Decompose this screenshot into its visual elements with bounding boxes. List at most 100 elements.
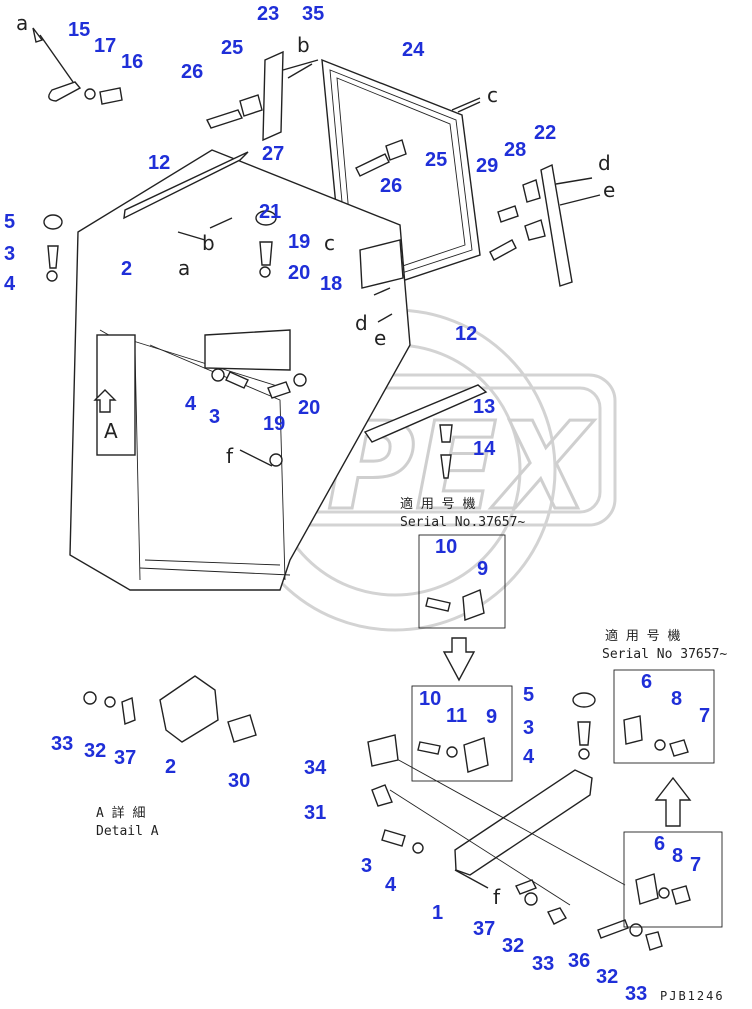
detail-a-assembly bbox=[83, 675, 257, 743]
hardware-5-3-4-right bbox=[572, 692, 596, 760]
label-33-c: 33 bbox=[51, 733, 73, 755]
label-15: 15 bbox=[68, 19, 90, 41]
label-37: 37 bbox=[473, 918, 495, 940]
detail-box-lower bbox=[411, 685, 513, 782]
label-3: 3 bbox=[4, 243, 15, 265]
label-12: 12 bbox=[148, 152, 170, 174]
label-2: 2 bbox=[121, 258, 132, 280]
label-20: 20 bbox=[288, 262, 310, 284]
label-12-b: 12 bbox=[455, 323, 477, 345]
upper-bracket-23 bbox=[206, 50, 319, 142]
label-4-c: 4 bbox=[523, 746, 535, 768]
cab-body-2 bbox=[69, 149, 411, 591]
detail-caption-ja: A 詳 細 bbox=[96, 805, 145, 821]
label-19-b: 19 bbox=[263, 413, 285, 435]
label-4: 4 bbox=[4, 273, 16, 295]
label-32-b: 32 bbox=[596, 966, 618, 988]
serial-note-right: 適 用 号 機 Serial No 37657~ bbox=[602, 628, 727, 662]
ref-b-1: b bbox=[297, 33, 310, 57]
hardware-21-19-20 bbox=[255, 210, 277, 278]
label-22: 22 bbox=[534, 122, 556, 144]
label-25-b: 25 bbox=[425, 149, 447, 171]
label-36: 36 bbox=[568, 950, 590, 972]
label-13: 13 bbox=[473, 396, 495, 418]
label-8: 8 bbox=[671, 688, 682, 710]
serial-note-right-ja: 適 用 号 機 bbox=[605, 628, 680, 644]
label-20-b: 20 bbox=[298, 397, 320, 419]
label-10: 10 bbox=[435, 536, 457, 558]
label-33-b: 33 bbox=[625, 983, 647, 1005]
label-17: 17 bbox=[94, 35, 116, 57]
label-18: 18 bbox=[320, 273, 342, 295]
label-7-b: 7 bbox=[690, 854, 701, 876]
ref-f-1: f bbox=[226, 444, 234, 468]
up-arrow-right bbox=[654, 776, 692, 827]
label-8-b: 8 bbox=[672, 845, 683, 867]
ref-e-1: e bbox=[603, 178, 615, 202]
ref-e-2: e bbox=[374, 326, 386, 350]
label-6: 6 bbox=[641, 671, 652, 693]
label-7: 7 bbox=[699, 705, 710, 727]
label-21: 21 bbox=[259, 201, 281, 223]
ref-f-2: f bbox=[493, 885, 501, 909]
serial-note-center: 適 用 号 機 Serial No.37657~ bbox=[400, 496, 525, 530]
hardware-4-3-19-20-lower bbox=[211, 368, 307, 399]
label-14: 14 bbox=[473, 438, 496, 460]
part-number-labels: 15 17 16 23 35 25 26 24 27 25 26 29 28 2… bbox=[4, 3, 710, 1005]
label-23: 23 bbox=[257, 3, 279, 25]
label-33: 33 bbox=[532, 953, 554, 975]
label-26-b: 26 bbox=[380, 175, 402, 197]
reference-arrows bbox=[177, 63, 481, 467]
label-4-d: 4 bbox=[385, 874, 397, 896]
label-34: 34 bbox=[304, 757, 327, 779]
label-1: 1 bbox=[432, 902, 443, 924]
serial-note-right-en: Serial No 37657~ bbox=[602, 647, 727, 662]
ref-d-1: d bbox=[598, 151, 611, 175]
left-hardware-5-3-4 bbox=[43, 214, 63, 282]
detail-a-caption: A 詳 細 Detail A bbox=[96, 805, 159, 839]
label-19: 19 bbox=[288, 231, 310, 253]
reference-letters: a b c d e a b c d e f f bbox=[16, 11, 615, 909]
label-10-b: 10 bbox=[419, 688, 441, 710]
label-5-b: 5 bbox=[523, 684, 534, 706]
label-5: 5 bbox=[4, 211, 15, 233]
label-6-b: 6 bbox=[654, 833, 665, 855]
label-30: 30 bbox=[228, 770, 250, 792]
label-24: 24 bbox=[402, 39, 425, 61]
label-9-b: 9 bbox=[486, 706, 497, 728]
serial-note-center-en: Serial No.37657~ bbox=[400, 515, 525, 530]
label-31: 31 bbox=[304, 802, 326, 824]
ref-c-1: c bbox=[487, 83, 498, 107]
label-3-d: 3 bbox=[361, 855, 372, 877]
label-28: 28 bbox=[504, 139, 526, 161]
detail-box-right-upper bbox=[613, 669, 715, 764]
drawing-code: PJB1246 bbox=[660, 989, 725, 1003]
detail-caption-en: Detail A bbox=[96, 824, 159, 839]
label-27: 27 bbox=[262, 143, 284, 165]
base-frame-1 bbox=[367, 734, 626, 906]
right-bracket-22 bbox=[489, 163, 601, 287]
label-35: 35 bbox=[302, 3, 324, 25]
ref-b-2: b bbox=[202, 231, 215, 255]
bolt-26-middle bbox=[355, 139, 407, 177]
label-37-b: 37 bbox=[114, 747, 136, 769]
detail-box-right-lower bbox=[623, 831, 723, 928]
rail-12-lower bbox=[363, 384, 488, 479]
serial-note-center-ja: 適 用 号 機 bbox=[400, 496, 475, 512]
detail-box-upper bbox=[418, 534, 506, 682]
ref-a-1: a bbox=[16, 11, 28, 35]
label-9: 9 bbox=[477, 558, 488, 580]
label-25: 25 bbox=[221, 37, 243, 59]
label-3-c: 3 bbox=[523, 717, 534, 739]
label-29: 29 bbox=[476, 155, 498, 177]
label-3-b: 3 bbox=[209, 406, 220, 428]
ref-d-2: d bbox=[355, 311, 368, 335]
label-32-c: 32 bbox=[84, 740, 106, 762]
label-4-b: 4 bbox=[185, 393, 197, 415]
label-16: 16 bbox=[121, 51, 143, 73]
label-26: 26 bbox=[181, 61, 203, 83]
ref-a-2: a bbox=[178, 256, 190, 280]
bottom-hardware bbox=[515, 879, 663, 951]
ref-c-2: c bbox=[324, 231, 335, 255]
